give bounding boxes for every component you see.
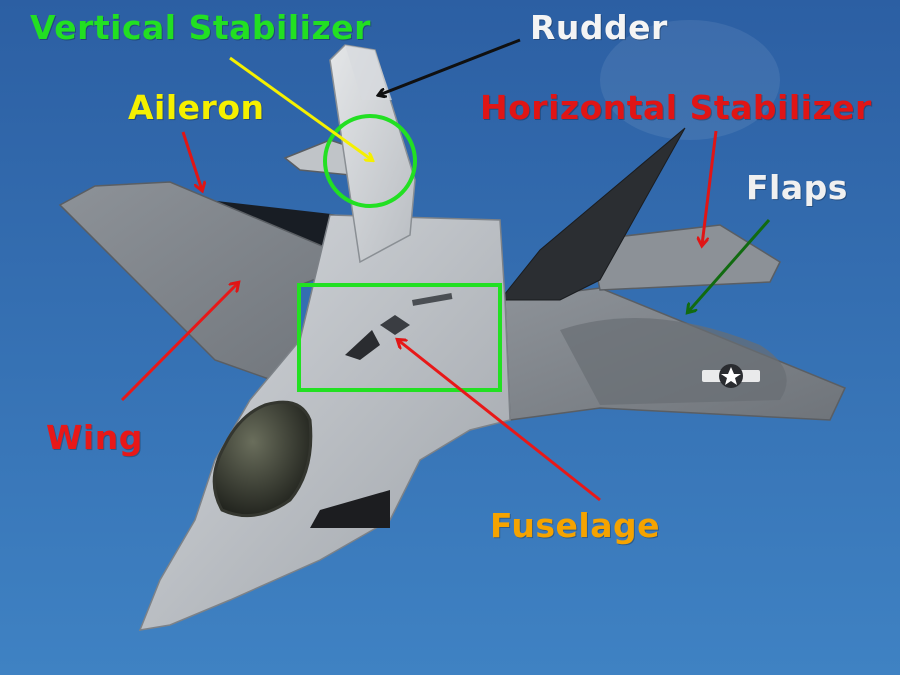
right-horizontal-stabilizer bbox=[589, 224, 781, 291]
vertical-stabilizer-highlight-circle bbox=[323, 114, 417, 208]
wing-arrow bbox=[120, 283, 238, 402]
wing-label: Wing bbox=[46, 418, 143, 457]
vertical-stabilizer-label: Vertical Stabilizer bbox=[30, 8, 371, 47]
horizontal-stabilizer-arrow bbox=[702, 130, 718, 245]
flaps-arrow bbox=[688, 219, 771, 312]
fuselage-highlight-box bbox=[297, 283, 502, 392]
cockpit-canopy bbox=[212, 400, 313, 518]
aileron-arrow bbox=[181, 131, 202, 190]
roundel-insignia bbox=[702, 364, 760, 388]
fuselage-label: Fuselage bbox=[490, 506, 660, 545]
aileron-label: Aileron bbox=[128, 88, 265, 127]
rudder-arrow bbox=[379, 38, 521, 95]
horizontal-stabilizer-label: Horizontal Stabilizer bbox=[480, 88, 872, 127]
flaps-label: Flaps bbox=[746, 168, 848, 207]
rudder-label: Rudder bbox=[530, 8, 668, 47]
right-vertical-stabilizer bbox=[498, 127, 686, 301]
vertical-stabilizer-arrow bbox=[229, 56, 372, 160]
fuselage-arrow bbox=[398, 340, 601, 502]
